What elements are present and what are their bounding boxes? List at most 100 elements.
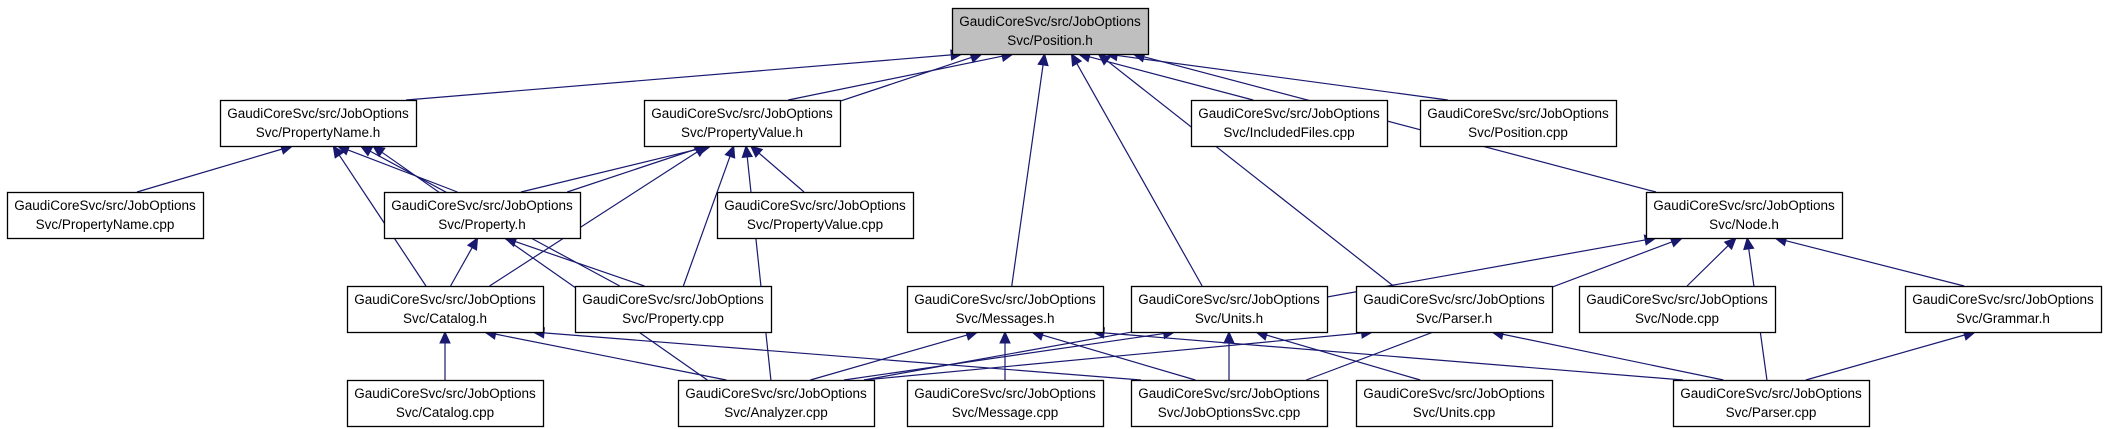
node-label-line2: Svc/Parser.h — [1416, 311, 1493, 326]
node-box — [219, 99, 418, 148]
arrowhead-analyzer_cpp-to-propertyvalue_h — [741, 144, 754, 159]
arrowhead-parser_cpp-to-node_h — [1743, 236, 1755, 251]
edge-parser_cpp-to-messages_h — [1103, 332, 1684, 381]
node-label-line1: GaudiCoreSvc/src/JobOptions — [1198, 106, 1380, 121]
node-label-line1: GaudiCoreSvc/src/JobOptions — [1912, 292, 2094, 307]
node-label-line1: GaudiCoreSvc/src/JobOptions — [651, 106, 833, 121]
edge-propertyname_h-to-position_h — [405, 54, 952, 101]
edge-property_h-to-propertyvalue_h — [520, 148, 701, 193]
node-label-line2: Svc/Node.h — [1709, 217, 1779, 232]
node-box — [1190, 99, 1389, 148]
edge-propertyvalue_h-to-position_h — [788, 55, 1003, 101]
node-propertyvalue-cpp[interactable]: GaudiCoreSvc/src/JobOptionsSvc/PropertyV… — [716, 191, 915, 240]
node-box — [716, 191, 915, 240]
node-label-line1: GaudiCoreSvc/src/JobOptions — [914, 292, 1096, 307]
node-box — [677, 379, 876, 428]
node-label-line1: GaudiCoreSvc/src/JobOptions — [1586, 292, 1768, 307]
node-label-line1: GaudiCoreSvc/src/JobOptions — [1363, 386, 1545, 401]
node-label-line2: Svc/PropertyName.cpp — [36, 217, 175, 232]
node-message-cpp[interactable]: GaudiCoreSvc/src/JobOptionsSvc/Message.c… — [906, 379, 1105, 428]
node-label-line2: Svc/Property.h — [438, 217, 526, 232]
node-label-line1: GaudiCoreSvc/src/JobOptions — [1427, 106, 1609, 121]
arrowhead-property_cpp-to-propertyname_h — [359, 145, 374, 157]
edge-messages_h-to-position_h — [1011, 64, 1044, 287]
node-parser-cpp[interactable]: GaudiCoreSvc/src/JobOptionsSvc/Parser.cp… — [1672, 379, 1871, 428]
node-property-h[interactable]: GaudiCoreSvc/src/JobOptionsSvc/Property.… — [383, 191, 582, 240]
arrowhead-catalog_cpp-to-catalog_h — [439, 330, 451, 344]
node-box — [574, 285, 773, 334]
node-label-line2: Svc/PropertyValue.h — [681, 125, 803, 140]
node-analyzer-cpp[interactable]: GaudiCoreSvc/src/JobOptionsSvc/Analyzer.… — [677, 379, 876, 428]
node-label-line1: GaudiCoreSvc/src/JobOptions — [1138, 292, 1320, 307]
edge-property_cpp-to-property_h — [515, 241, 645, 287]
node-label-line2: Svc/JobOptionsSvc.cpp — [1158, 405, 1301, 420]
nodes: GaudiCoreSvc/src/JobOptions Svc/Position.… — [6, 7, 2103, 428]
node-box — [1355, 379, 1554, 428]
node-label-line1: GaudiCoreSvc/src/JobOptions — [685, 386, 867, 401]
node-catalog-h[interactable]: GaudiCoreSvc/src/JobOptionsSvc/Catalog.h — [346, 285, 545, 334]
node-box — [906, 379, 1105, 428]
node-box — [951, 7, 1150, 56]
node-box — [643, 99, 842, 148]
node-messages-h[interactable]: GaudiCoreSvc/src/JobOptionsSvc/Messages.… — [906, 285, 1105, 334]
node-label-line2: Svc/Catalog.h — [403, 311, 487, 326]
arrowhead-parser_h-to-position_h — [1097, 53, 1112, 66]
edge-analyzer_cpp-to-propertyvalue_h — [746, 156, 772, 381]
node-box — [383, 191, 582, 240]
node-box — [1645, 191, 1844, 240]
node-catalog-cpp[interactable]: GaudiCoreSvc/src/JobOptionsSvc/Catalog.c… — [346, 379, 545, 428]
node-label-line2: Svc/Parser.cpp — [1726, 405, 1817, 420]
arrowhead-units_h-to-position_h — [1070, 52, 1083, 67]
arrowhead-joboptionssvc_cpp-to-units_h — [1223, 330, 1235, 344]
node-box — [346, 285, 545, 334]
node-propertyname-cpp[interactable]: GaudiCoreSvc/src/JobOptionsSvc/PropertyN… — [6, 191, 205, 240]
node-propertyvalue-h[interactable]: GaudiCoreSvc/src/JobOptionsSvc/PropertyV… — [643, 99, 842, 148]
node-property-cpp[interactable]: GaudiCoreSvc/src/JobOptionsSvc/Property.… — [574, 285, 773, 334]
arrowhead-catalog_h-to-property_h — [466, 236, 479, 251]
node-units-cpp[interactable]: GaudiCoreSvc/src/JobOptionsSvc/Units.cpp — [1355, 379, 1554, 428]
node-box — [1130, 379, 1329, 428]
node-node-h[interactable]: GaudiCoreSvc/src/JobOptionsSvc/Node.h — [1645, 191, 1844, 240]
node-label-line2: Svc/Units.cpp — [1413, 405, 1496, 420]
node-label-line2: Svc/Message.cpp — [952, 405, 1059, 420]
edge-node_cpp-to-node_h — [1686, 245, 1729, 287]
edge-catalog_h-to-propertyvalue_h — [489, 151, 698, 287]
node-label-line1: GaudiCoreSvc/src/JobOptions — [227, 106, 409, 121]
node-box — [346, 379, 545, 428]
node-label-line2: Svc/IncludedFiles.cpp — [1223, 125, 1354, 140]
node-grammar-h[interactable]: GaudiCoreSvc/src/JobOptionsSvc/Grammar.h — [1904, 285, 2103, 334]
node-label-line1: GaudiCoreSvc/src/JobOptions — [1653, 198, 1835, 213]
node-label-line1: GaudiCoreSvc/src/JobOptions — [354, 386, 536, 401]
node-box — [1130, 285, 1329, 334]
node-label-line2: Svc/PropertyName.h — [256, 125, 381, 140]
node-label-line1: GaudiCoreSvc/src/JobOptions — [391, 198, 573, 213]
arrowhead-node_cpp-to-node_h — [1723, 237, 1737, 251]
node-box — [1578, 285, 1777, 334]
node-label-line2: Svc/Position.h — [1007, 33, 1093, 48]
arrowhead-messages_h-to-position_h — [1037, 52, 1049, 67]
node-parser-h[interactable]: GaudiCoreSvc/src/JobOptionsSvc/Parser.h — [1355, 285, 1554, 334]
node-label-line1: GaudiCoreSvc/src/JobOptions — [1680, 386, 1862, 401]
edge-grammar_h-to-node_h — [1785, 240, 1965, 287]
node-includedfiles-cpp[interactable]: GaudiCoreSvc/src/JobOptionsSvc/IncludedF… — [1190, 99, 1389, 148]
edge-property_cpp-to-propertyvalue_h — [682, 156, 731, 287]
node-node-cpp[interactable]: GaudiCoreSvc/src/JobOptionsSvc/Node.cpp — [1578, 285, 1777, 334]
node-units-h[interactable]: GaudiCoreSvc/src/JobOptionsSvc/Units.h — [1130, 285, 1329, 334]
node-propertyname-h[interactable]: GaudiCoreSvc/src/JobOptionsSvc/PropertyN… — [219, 99, 418, 148]
node-joboptionssvc-cpp[interactable]: GaudiCoreSvc/src/JobOptionsSvc/JobOption… — [1130, 379, 1329, 428]
node-position-h[interactable]: GaudiCoreSvc/src/JobOptionsSvc/Position.… — [951, 7, 1150, 56]
node-box — [6, 191, 205, 240]
edge-parser_cpp-to-grammar_h — [1805, 334, 1965, 381]
edge-units_cpp-to-units_h — [1266, 334, 1421, 381]
node-label-line1: GaudiCoreSvc/src/JobOptions — [354, 292, 536, 307]
node-position-cpp[interactable]: GaudiCoreSvc/src/JobOptionsSvc/Position.… — [1419, 99, 1618, 148]
arrowhead-catalog_h-to-propertyname_h — [332, 144, 345, 159]
edge-propertyname_cpp-to-propertyname_h — [136, 148, 283, 193]
edge-units_h-to-position_h — [1076, 63, 1203, 287]
edge-analyzer_cpp-to-units_h — [843, 332, 1164, 381]
node-box — [1672, 379, 1871, 428]
node-box — [1904, 285, 2103, 334]
node-box — [1355, 285, 1554, 334]
node-label-line2: Svc/Node.cpp — [1635, 311, 1719, 326]
edge-analyzer_cpp-to-catalog_h — [495, 333, 727, 381]
